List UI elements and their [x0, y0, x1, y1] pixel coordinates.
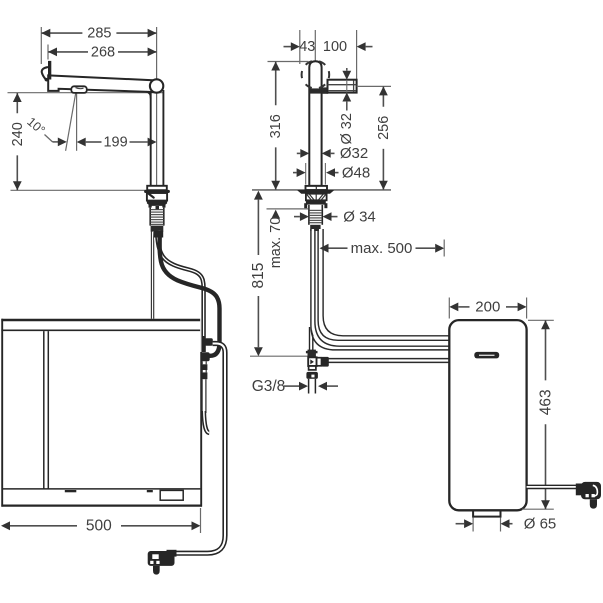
- svg-text:100: 100: [323, 39, 347, 55]
- svg-text:43: 43: [299, 39, 315, 55]
- svg-text:463: 463: [538, 389, 555, 415]
- svg-text:199: 199: [103, 134, 127, 150]
- svg-text:Ø 65: Ø 65: [524, 515, 557, 532]
- svg-text:Ø 32: Ø 32: [339, 113, 355, 144]
- svg-text:285: 285: [87, 26, 111, 42]
- svg-text:Ø 34: Ø 34: [343, 208, 376, 225]
- svg-text:240: 240: [10, 122, 26, 146]
- svg-text:256: 256: [376, 116, 392, 140]
- svg-text:Ø48: Ø48: [342, 164, 370, 181]
- svg-text:815: 815: [250, 263, 267, 289]
- svg-text:500: 500: [86, 518, 112, 535]
- svg-text:268: 268: [91, 44, 115, 60]
- svg-text:max. 500: max. 500: [351, 240, 413, 257]
- svg-text:200: 200: [475, 299, 500, 316]
- svg-text:G3/8: G3/8: [252, 378, 286, 395]
- svg-text:max. 70: max. 70: [268, 217, 284, 269]
- svg-text:Ø32: Ø32: [340, 145, 368, 162]
- svg-text:316: 316: [268, 114, 284, 138]
